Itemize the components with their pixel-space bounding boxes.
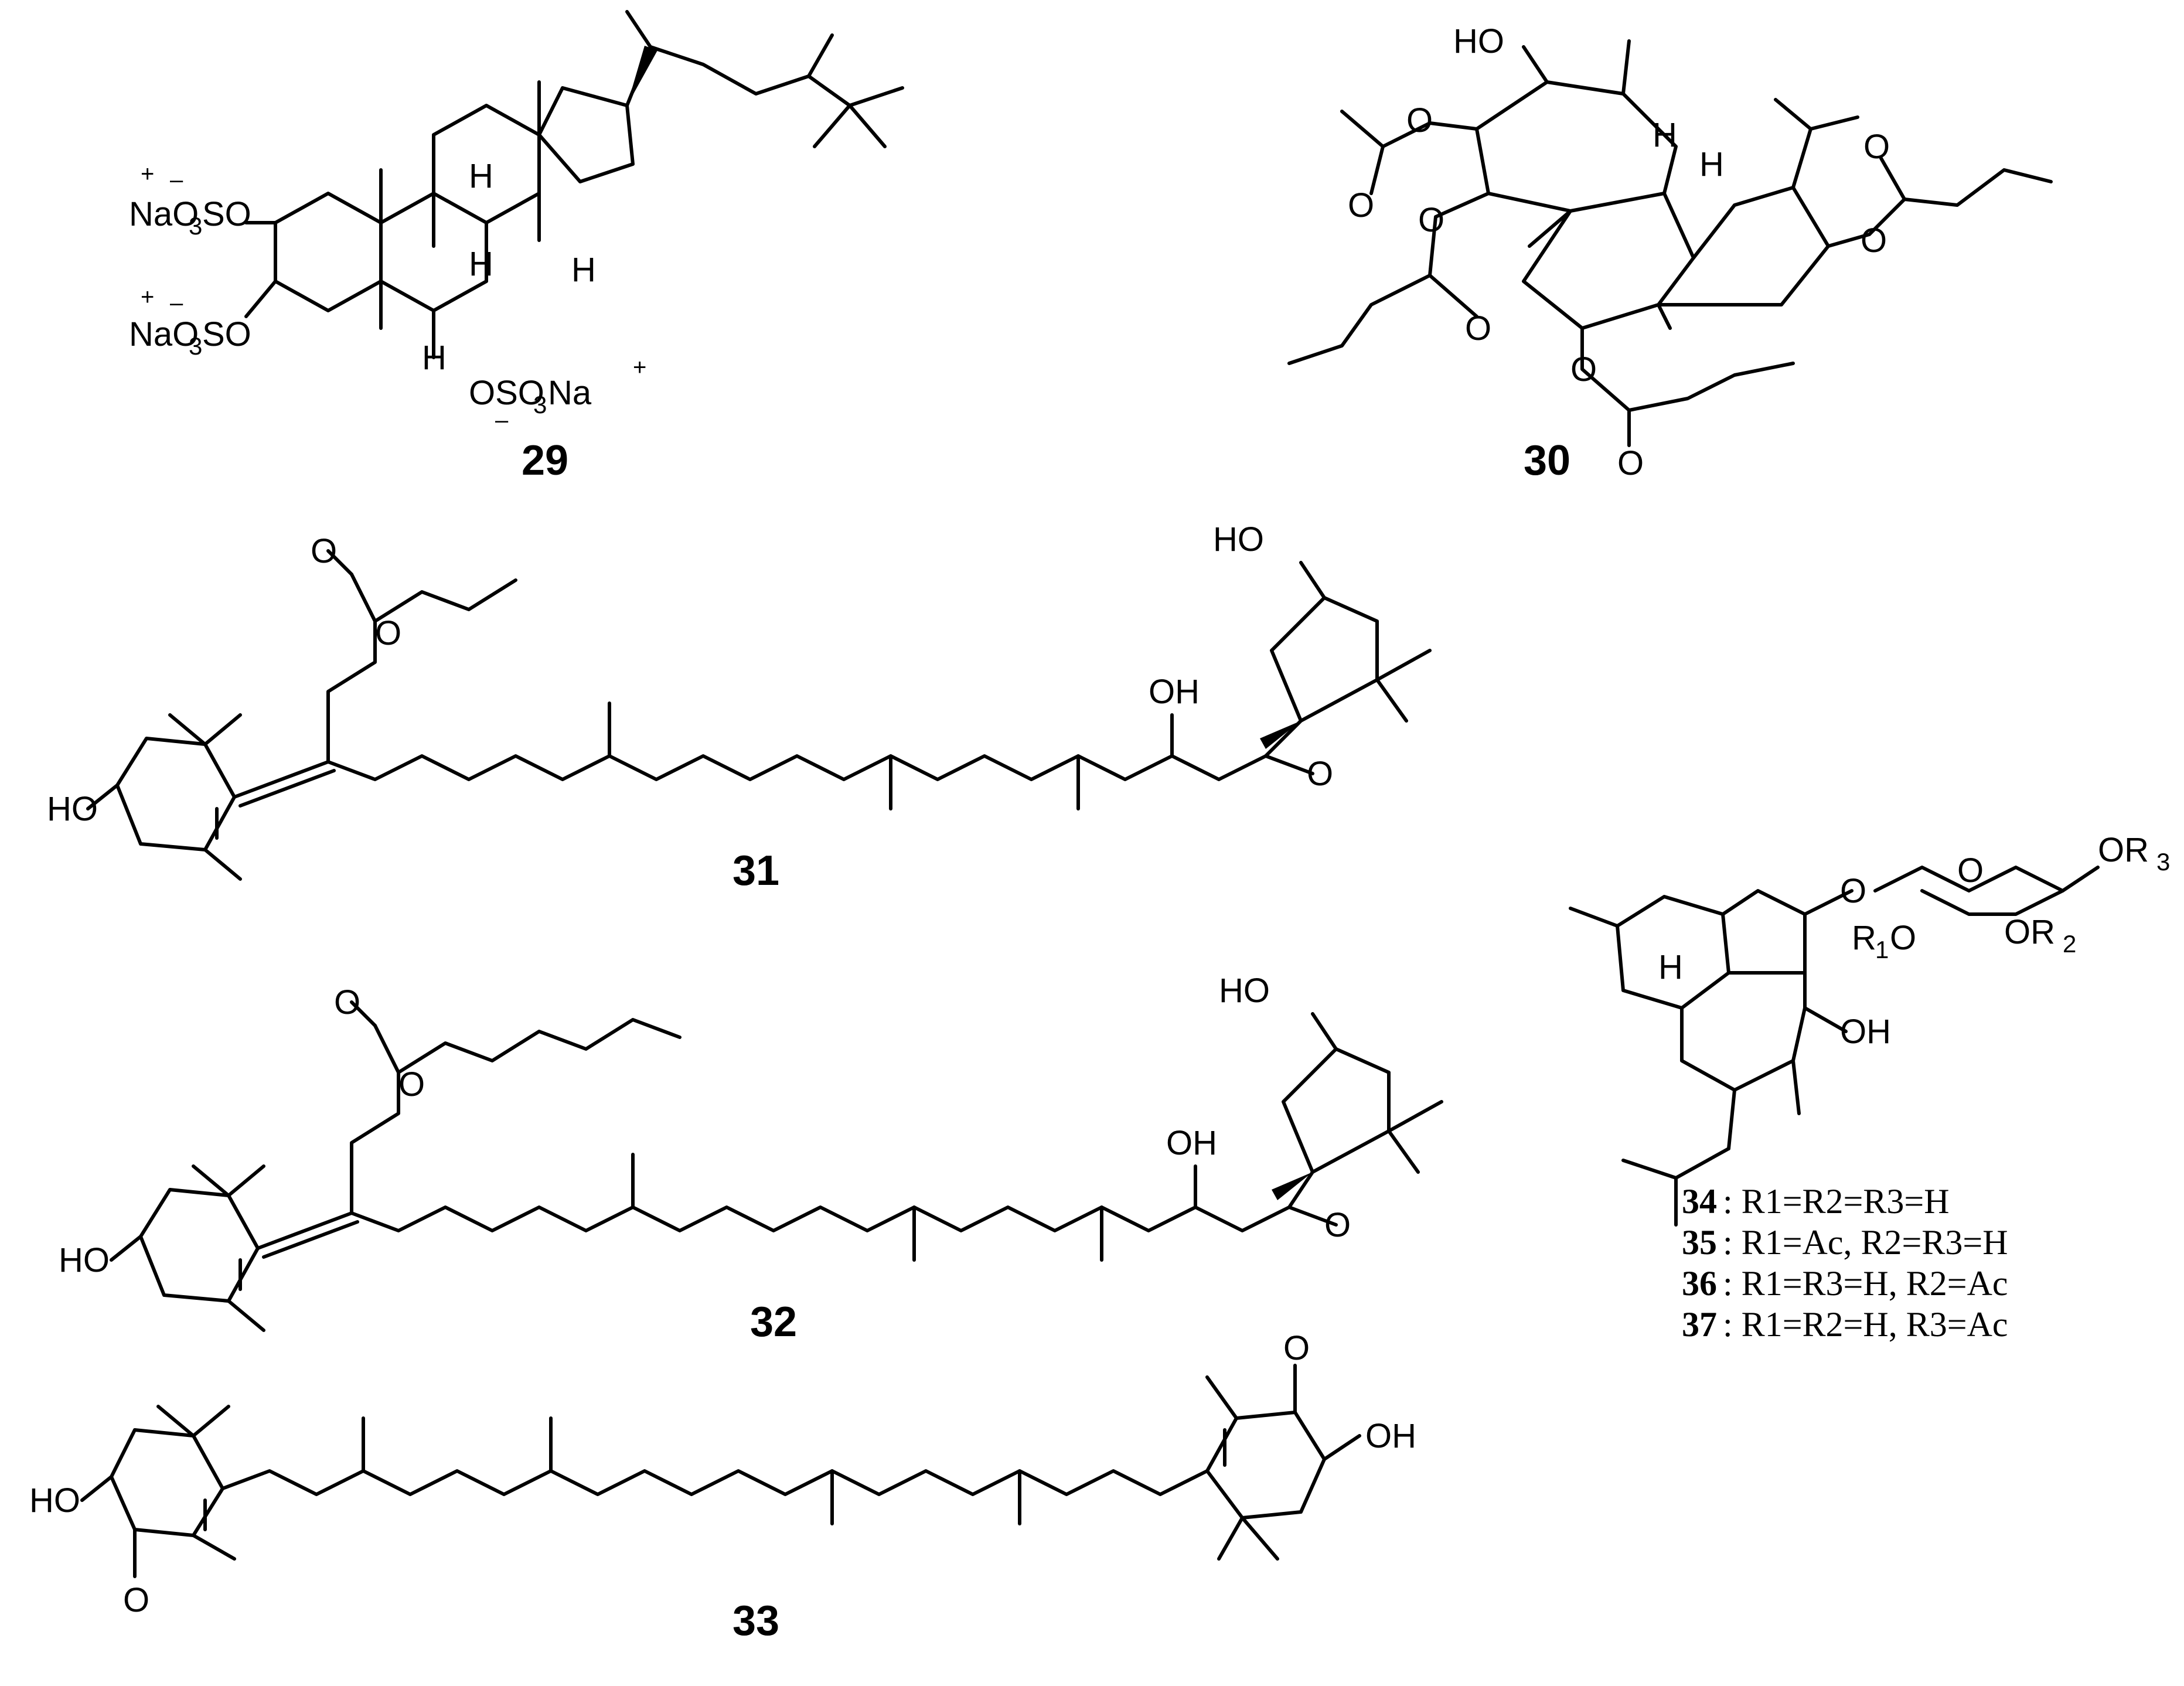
svg-text:–: –: [170, 167, 183, 193]
svg-text:3: 3: [2156, 848, 2170, 876]
h-label-29a: H: [469, 245, 493, 283]
legend-text-37: : R1=R2=H, R3=Ac: [1723, 1305, 2008, 1344]
legend-id-36: 36: [1682, 1264, 1717, 1303]
o-label-34-a: O: [1840, 872, 1866, 910]
h-label-29c: H: [571, 251, 596, 289]
svg-text:+: +: [141, 284, 154, 310]
oh-label-33-right: OH: [1365, 1417, 1416, 1455]
svg-text:O: O: [398, 1065, 425, 1103]
svg-text:–: –: [170, 290, 183, 316]
substituent-legend: 34 : R1=R2=R3=H 35 : R1=Ac, R2=R3=H 36 :…: [1682, 1182, 2008, 1344]
ho-label-32-bottom: HO: [59, 1241, 110, 1279]
svg-text:1: 1: [1875, 936, 1889, 963]
compound-id-31: 31: [732, 847, 779, 894]
svg-text:3: 3: [189, 332, 202, 360]
naso3so-label-1: NaO: [129, 195, 199, 233]
compound-id-29: 29: [522, 437, 568, 484]
ho-label-33-left: HO: [29, 1481, 80, 1520]
compound-30: HO O O O O O O O O H H 30: [1287, 22, 2053, 484]
svg-text:+: +: [633, 355, 646, 380]
r1o-o-label: O: [1890, 919, 1916, 957]
legend-id-37: 37: [1682, 1305, 1717, 1344]
svg-text:2: 2: [2063, 930, 2076, 958]
svg-text:O: O: [1863, 128, 1890, 166]
compound-id-32: 32: [750, 1299, 797, 1346]
svg-text:–: –: [495, 407, 509, 433]
h-label-30a: H: [1653, 116, 1677, 154]
compound-31: HO O O OH O HO 31: [47, 520, 1432, 894]
svg-text:O: O: [1418, 201, 1444, 239]
svg-text:+: +: [141, 161, 154, 187]
o-label-31: O: [1307, 755, 1333, 793]
svg-text:O: O: [1570, 350, 1597, 389]
svg-text:SO: SO: [202, 315, 251, 353]
svg-text:O: O: [1617, 444, 1644, 482]
compound-34-37: OH H O O OR 3 OR 2 R 1 O 34 : R1=R2=R3=H…: [1569, 831, 2170, 1344]
svg-text:O: O: [1465, 309, 1491, 348]
legend-id-34: 34: [1682, 1182, 1717, 1221]
svg-text:O: O: [1348, 186, 1374, 224]
h-label-34: H: [1658, 948, 1683, 986]
compound-id-33: 33: [732, 1598, 779, 1644]
legend-id-35: 35: [1682, 1223, 1717, 1262]
svg-text:O: O: [334, 983, 360, 1021]
legend-text-34: : R1=R2=R3=H: [1723, 1182, 1950, 1221]
svg-text:Na: Na: [548, 374, 592, 412]
oso3na-label: OSO: [469, 374, 544, 412]
ho-label-32-top: HO: [1219, 972, 1270, 1010]
or3-label: OR: [2098, 831, 2149, 869]
svg-text:O: O: [375, 614, 401, 652]
svg-text:3: 3: [533, 391, 547, 418]
r1o-label: R: [1852, 919, 1876, 957]
ho-label-30: HO: [1453, 22, 1504, 60]
o-label-34-b: O: [1957, 851, 1984, 890]
legend-text-36: : R1=R3=H, R2=Ac: [1723, 1264, 2008, 1303]
compound-32: HO O O OH O HO 32: [59, 972, 1443, 1346]
h-label-29d: H: [422, 339, 447, 377]
o-label-32: O: [1324, 1206, 1351, 1244]
oh-label-34: OH: [1840, 1013, 1891, 1051]
o-label-33-right: O: [1283, 1329, 1310, 1367]
h-label-29b: H: [469, 157, 493, 195]
legend-text-35: : R1=Ac, R2=R3=H: [1723, 1223, 2008, 1262]
compound-id-30: 30: [1524, 437, 1570, 484]
h-label-30b: H: [1699, 145, 1724, 183]
oh-label-32: OH: [1166, 1124, 1217, 1162]
naso3so-label-2: NaO: [129, 315, 199, 353]
o-label-33-left: O: [123, 1581, 149, 1619]
svg-text:O: O: [1861, 222, 1887, 260]
or2-label: OR: [2004, 913, 2055, 951]
oh-label-31: OH: [1149, 673, 1200, 711]
svg-text:SO: SO: [202, 195, 251, 233]
svg-text:O: O: [311, 532, 337, 570]
svg-text:3: 3: [189, 212, 202, 240]
ho-label-31-bottom: HO: [47, 790, 98, 828]
compound-33: O HO O OH 33: [29, 1329, 1416, 1644]
svg-text:O: O: [1406, 101, 1433, 139]
ho-label-31-top: HO: [1213, 520, 1264, 558]
